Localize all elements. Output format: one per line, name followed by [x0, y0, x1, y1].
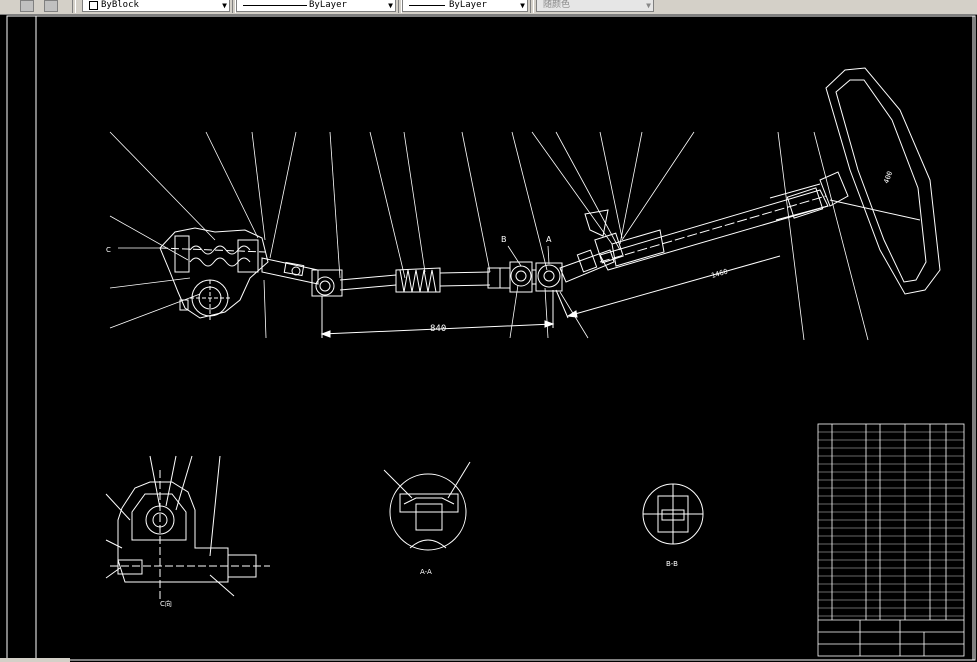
section-label-c: C [106, 246, 111, 254]
color-swatch-icon [89, 1, 98, 10]
dimension-840-text: 840 [430, 324, 446, 334]
linetype-control-combo[interactable]: ByLayer ▼ [236, 0, 396, 12]
dimension-column-length [555, 255, 781, 319]
section-label-b: B [501, 235, 507, 244]
section-label-a: A [546, 235, 552, 244]
steering-wheel [819, 67, 941, 295]
view-aa-label: A-A [420, 568, 432, 576]
cad-drawing-canvas[interactable]: 840 1460 400 [0, 14, 977, 662]
linetype-preview-icon [243, 5, 307, 6]
steering-column [584, 183, 829, 271]
view-aa-section [383, 461, 471, 551]
plotstyle-control-combo[interactable]: 随颜色 ▼ [536, 0, 654, 12]
lineweight-control-combo[interactable]: ByLayer ▼ [402, 0, 528, 12]
layer-previous-icon[interactable] [44, 0, 58, 12]
upper-universal-joints [509, 249, 615, 293]
drawing-frame [35, 15, 974, 661]
parts-list-table [817, 423, 965, 657]
sheet-border [6, 15, 976, 661]
dimension-840 [320, 290, 555, 338]
status-bar-fragment [0, 658, 70, 662]
color-control-combo[interactable]: ByBlock ▼ [82, 0, 230, 12]
toolbar-separator [530, 0, 534, 13]
lower-steering-shaft [261, 257, 397, 297]
dimension-column-text: 1460 [710, 268, 728, 280]
toolbar-separator [398, 0, 402, 13]
part-number-leaders [109, 131, 869, 341]
toolbar-separator [232, 0, 236, 13]
toolbar-separator [72, 0, 76, 13]
view-bb-section [642, 483, 704, 545]
view-bb-label: B-B [666, 560, 678, 568]
view-c-detail [105, 455, 270, 600]
layer-manager-icon[interactable] [20, 0, 34, 12]
dimension-wheel-text: 400 [882, 170, 894, 185]
chevron-down-icon: ▼ [520, 1, 525, 10]
chevron-down-icon: ▼ [388, 1, 393, 10]
chevron-down-icon: ▼ [646, 1, 651, 10]
lineweight-preview-icon [409, 5, 445, 6]
steering-gear-assembly [159, 227, 269, 322]
view-c-label: C向 [160, 599, 172, 608]
properties-toolbar: ByBlock ▼ ByLayer ▼ ByLayer ▼ 随颜色 ▼ [0, 0, 977, 15]
intermediate-shaft [395, 267, 511, 293]
chevron-down-icon: ▼ [222, 1, 227, 10]
